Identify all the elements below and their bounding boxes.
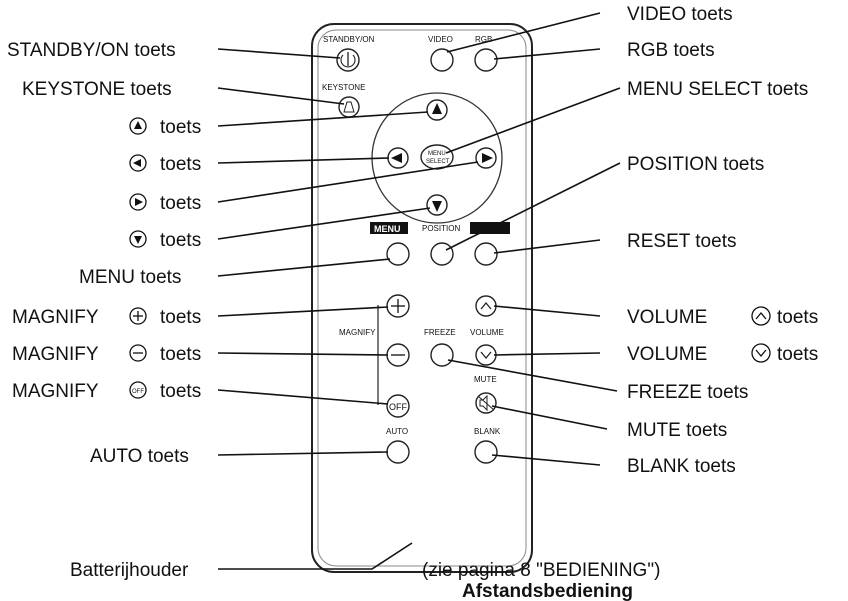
callout-mute: MUTE toets bbox=[627, 420, 727, 441]
label-video: VIDEO bbox=[428, 35, 453, 44]
leader-rgb bbox=[493, 48, 601, 60]
down-arrow-button[interactable] bbox=[426, 194, 448, 216]
leader-volume-up bbox=[493, 305, 601, 317]
magnify-minus-button[interactable] bbox=[386, 343, 410, 367]
plus-symbol-icon bbox=[129, 307, 147, 325]
leader-mute bbox=[491, 405, 608, 430]
off-symbol-icon: OFF bbox=[129, 381, 147, 399]
svg-text:SELECT: SELECT bbox=[426, 159, 450, 165]
volume-up-button[interactable] bbox=[475, 295, 497, 317]
leader-video bbox=[446, 12, 601, 53]
remote-body-inner bbox=[317, 29, 527, 567]
leader-battery bbox=[218, 542, 413, 570]
auto-button[interactable] bbox=[386, 440, 410, 464]
label-blank: BLANK bbox=[474, 427, 501, 436]
label-standby-on: STANDBY/ON bbox=[323, 35, 375, 44]
caption-reference: (zie pagina 8 "BEDIENING") bbox=[422, 560, 660, 581]
svg-text:OFF: OFF bbox=[389, 402, 407, 412]
caption-title: Afstandsbediening bbox=[462, 581, 633, 601]
menu-button[interactable] bbox=[386, 242, 410, 266]
magnify-off-button[interactable]: OFF bbox=[386, 394, 410, 418]
svg-text:MENU: MENU bbox=[428, 151, 446, 157]
label-rgb: RGB bbox=[475, 35, 492, 44]
callout-position: POSITION toets bbox=[627, 154, 764, 175]
volume-down-button[interactable] bbox=[475, 344, 497, 366]
volume-down-symbol-icon bbox=[751, 343, 771, 363]
leader-volume-down bbox=[493, 352, 601, 356]
leader-up bbox=[217, 111, 429, 127]
callout-auto: AUTO toets bbox=[90, 446, 189, 467]
position-button[interactable] bbox=[430, 242, 454, 266]
callout-magnify-plus: MAGNIFY bbox=[12, 307, 99, 328]
leader-auto bbox=[217, 451, 389, 456]
mute-button[interactable] bbox=[475, 392, 497, 414]
callout-rgb: RGB toets bbox=[627, 40, 715, 61]
minus-symbol-icon bbox=[129, 344, 147, 362]
menu-select-button[interactable]: MENU SELECT bbox=[420, 144, 454, 170]
video-button[interactable] bbox=[430, 48, 454, 72]
leader-position bbox=[445, 162, 621, 251]
callout-magnify-plus-suffix: toets bbox=[160, 307, 201, 328]
label-keystone: KEYSTONE bbox=[322, 83, 365, 92]
leader-blank bbox=[491, 454, 601, 466]
rgb-button[interactable] bbox=[474, 48, 498, 72]
callout-freeze: FREEZE toets bbox=[627, 382, 748, 403]
menu-label-box bbox=[370, 222, 408, 234]
leader-freeze bbox=[447, 359, 618, 392]
leader-magnify-off bbox=[217, 389, 389, 405]
callout-menu-select: MENU SELECT toets bbox=[627, 79, 808, 100]
leader-menu bbox=[217, 258, 391, 277]
svg-text:OFF: OFF bbox=[132, 389, 144, 395]
label-menu: MENU bbox=[374, 224, 401, 234]
reset-button[interactable] bbox=[474, 242, 498, 266]
label-mute: MUTE bbox=[474, 375, 497, 384]
right-arrow-button[interactable] bbox=[475, 147, 497, 169]
leader-down bbox=[217, 207, 431, 240]
label-freeze: FREEZE bbox=[424, 328, 456, 337]
blank-button[interactable] bbox=[474, 440, 498, 464]
leader-magnify-plus bbox=[217, 306, 389, 317]
up-arrow-button[interactable] bbox=[426, 99, 448, 121]
volume-up-symbol-icon bbox=[751, 306, 771, 326]
label-magnify: MAGNIFY bbox=[339, 328, 376, 337]
callout-volume-up-suffix: toets bbox=[777, 307, 818, 328]
callout-volume-down: VOLUME bbox=[627, 344, 707, 365]
leader-magnify-minus bbox=[217, 352, 389, 356]
leader-left bbox=[217, 157, 390, 164]
leader-right bbox=[217, 161, 479, 203]
left-arrow-button[interactable] bbox=[387, 147, 409, 169]
callout-magnify-minus: MAGNIFY bbox=[12, 344, 99, 365]
callout-right: toets bbox=[160, 193, 201, 214]
callout-magnify-off-suffix: toets bbox=[160, 381, 201, 402]
callout-battery: Batterijhouder bbox=[70, 560, 189, 581]
keystone-button[interactable] bbox=[338, 96, 360, 118]
callout-standby-on: STANDBY/ON toets bbox=[7, 40, 176, 61]
callout-down: toets bbox=[160, 230, 201, 251]
callout-blank: BLANK toets bbox=[627, 456, 736, 477]
standby-on-button[interactable] bbox=[336, 48, 360, 72]
callout-magnify-minus-suffix: toets bbox=[160, 344, 201, 365]
label-position: POSITION bbox=[422, 224, 460, 233]
callout-video: VIDEO toets bbox=[627, 4, 733, 25]
callout-volume-up: VOLUME bbox=[627, 307, 707, 328]
callout-left: toets bbox=[160, 154, 201, 175]
label-volume: VOLUME bbox=[470, 328, 504, 337]
magnify-plus-button[interactable] bbox=[386, 294, 410, 318]
callout-up: toets bbox=[160, 117, 201, 138]
leader-menu-select bbox=[445, 87, 621, 154]
callout-menu: MENU toets bbox=[79, 267, 181, 288]
callout-reset: RESET toets bbox=[627, 231, 736, 252]
leader-keystone bbox=[217, 87, 345, 105]
label-auto: AUTO bbox=[386, 427, 408, 436]
freeze-button[interactable] bbox=[430, 343, 454, 367]
callout-volume-down-suffix: toets bbox=[777, 344, 818, 365]
callout-magnify-off: MAGNIFY bbox=[12, 381, 99, 402]
leader-standby-on bbox=[217, 48, 341, 59]
leader-reset bbox=[493, 239, 601, 254]
callout-keystone: KEYSTONE toets bbox=[22, 79, 172, 100]
